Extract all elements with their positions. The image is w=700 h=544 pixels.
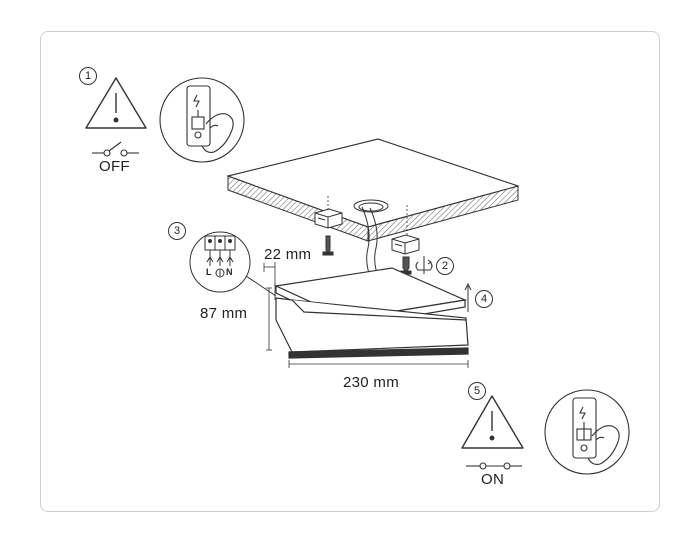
light-fixture-bar: [275, 297, 469, 359]
wall-switch-icon-on: [544, 389, 630, 475]
step-4-badge: 4: [475, 290, 493, 308]
off-label: OFF: [99, 158, 130, 175]
live-wire-label: L: [206, 267, 212, 277]
mounting-bracket-left: [314, 208, 343, 229]
wall-switch-icon: [159, 77, 245, 163]
warning-triangle-icon: [85, 77, 147, 129]
warning-triangle-icon-on: [461, 395, 524, 449]
length-dimension-label: 230 mm: [343, 374, 399, 391]
neutral-wire-label: N: [226, 267, 233, 277]
dimension-lines: [263, 262, 469, 368]
arrow-up-icon: [464, 282, 472, 312]
step-5-badge: 5: [468, 382, 486, 400]
step-2-badge: 2: [436, 257, 454, 275]
rotate-arrow-icon: [415, 256, 433, 274]
step-3-badge: 3: [168, 222, 186, 240]
depth-dimension-label: 22 mm: [264, 246, 312, 263]
ground-icon: [215, 268, 225, 278]
guide-lines: [327, 196, 408, 236]
height-dimension-label: 87 mm: [200, 305, 248, 322]
diagram-frame: [40, 31, 660, 512]
ceiling-slab: [226, 138, 520, 242]
mounting-bracket-right: [391, 234, 420, 255]
step-1-badge: 1: [79, 67, 97, 85]
switch-on-symbol: [466, 462, 522, 470]
wiring-terminal-zoom: [189, 231, 277, 297]
switch-off-symbol: [92, 141, 139, 157]
on-label: ON: [481, 471, 505, 488]
